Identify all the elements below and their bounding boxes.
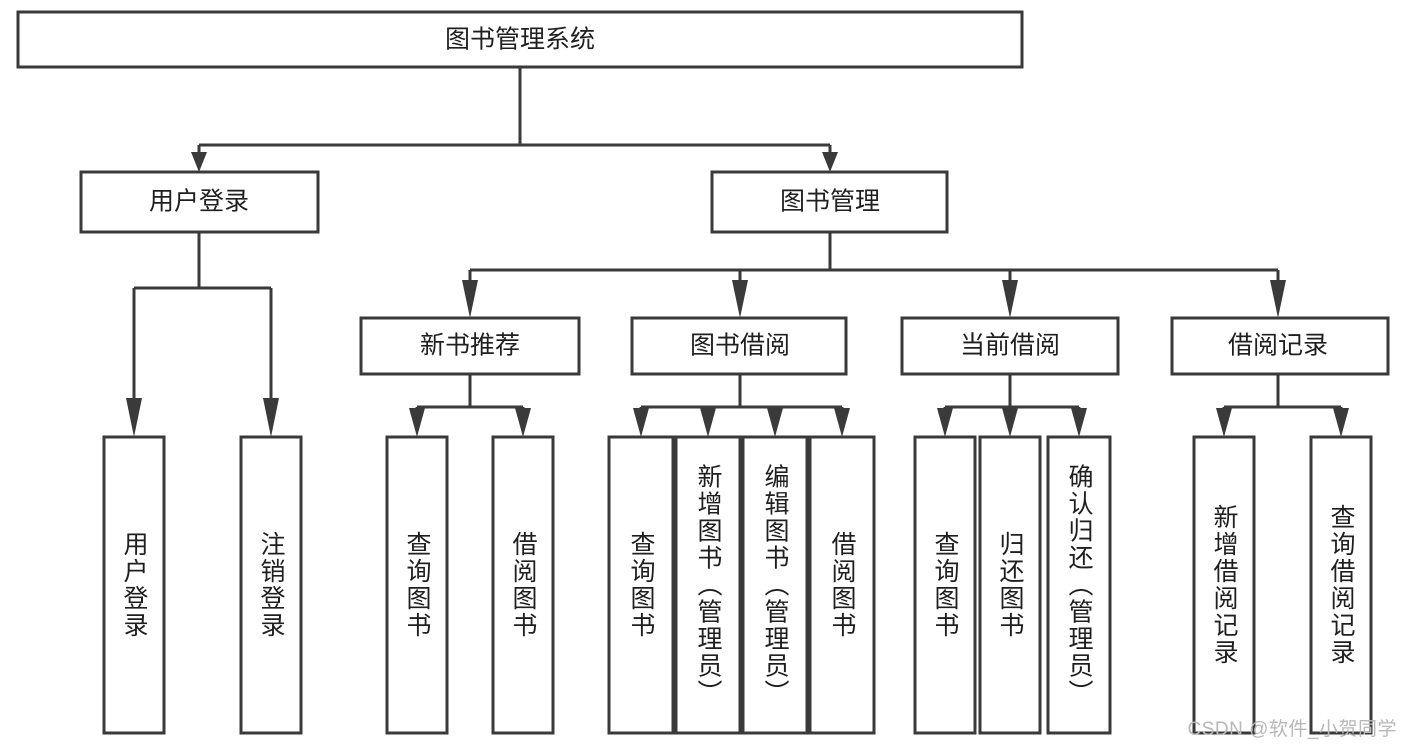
arrow-leaf-user-login xyxy=(126,398,142,437)
arrow-to-new-book-recommend xyxy=(462,280,478,318)
node-leaf-edit-book-box[interactable] xyxy=(741,435,809,735)
node-new-book-recommend-box[interactable] xyxy=(359,316,581,376)
arrow-to-book-management xyxy=(822,152,838,172)
arrow-to-book-borrow xyxy=(732,280,748,318)
node-leaf-borrow-book-1[interactable]: 借阅图书 xyxy=(491,435,555,735)
node-current-borrow-label: 当前借阅 xyxy=(960,332,1060,360)
node-leaf-add-record-box[interactable] xyxy=(1192,435,1256,735)
node-user-login-label: 用户登录 xyxy=(149,188,249,216)
node-leaf-add-record[interactable]: 新增借阅记录 xyxy=(1192,435,1256,735)
node-leaf-borrow-book-1-label: 借阅图书 xyxy=(509,531,538,639)
arrow-to-user-login xyxy=(191,152,207,172)
node-leaf-borrow-book-1-box[interactable] xyxy=(491,435,555,735)
node-borrow-record[interactable]: 借阅记录 xyxy=(1170,316,1390,376)
node-leaf-query-book-2-label: 查询图书 xyxy=(627,531,656,639)
node-leaf-user-login-box[interactable] xyxy=(102,435,166,735)
node-root[interactable]: 图书管理系统 xyxy=(16,10,1024,69)
csdn-watermark: CSDN @软件_小贺同学 xyxy=(1187,719,1397,740)
node-leaf-edit-book[interactable]: 编辑图书（管理员） xyxy=(741,435,809,735)
node-leaf-confirm-return[interactable]: 确认归还（管理员） xyxy=(1046,435,1112,735)
arrow-leaf-query-book-1 xyxy=(409,408,425,437)
node-current-borrow-box[interactable] xyxy=(900,316,1120,376)
node-leaf-user-login-label: 用户登录 xyxy=(120,531,149,639)
connector-layer xyxy=(126,67,1349,437)
node-root-box[interactable] xyxy=(16,10,1024,69)
node-leaf-return-book-label: 归还图书 xyxy=(996,531,1025,639)
node-leaf-query-book-2-box[interactable] xyxy=(607,435,675,735)
node-leaf-confirm-return-box[interactable] xyxy=(1046,435,1112,735)
node-leaf-borrow-book-2-label: 借阅图书 xyxy=(828,531,857,639)
node-book-borrow-box[interactable] xyxy=(630,316,848,376)
arrow-leaf-confirm-return xyxy=(1071,408,1087,437)
arrow-leaf-logout-login xyxy=(263,398,279,437)
node-leaf-return-book[interactable]: 归还图书 xyxy=(978,435,1042,735)
node-leaf-logout-login-label: 注销登录 xyxy=(257,531,286,639)
node-book-borrow[interactable]: 图书借阅 xyxy=(630,316,848,376)
node-leaf-add-book[interactable]: 新增图书（管理员） xyxy=(674,435,742,735)
arrow-leaf-add-book xyxy=(700,408,716,437)
node-leaf-add-book-label: 新增图书（管理员） xyxy=(694,464,723,707)
arrow-leaf-query-record xyxy=(1333,408,1349,437)
node-leaf-query-record-box[interactable] xyxy=(1309,435,1373,735)
node-leaf-query-book-3-label: 查询图书 xyxy=(931,531,960,639)
node-leaf-query-book-3-box[interactable] xyxy=(913,435,977,735)
arrow-to-borrow-record xyxy=(1270,280,1286,318)
node-book-borrow-label: 图书借阅 xyxy=(690,332,790,360)
node-book-management-box[interactable] xyxy=(710,170,949,234)
node-borrow-record-box[interactable] xyxy=(1170,316,1390,376)
node-new-book-recommend-label: 新书推荐 xyxy=(420,332,520,360)
node-leaf-query-book-1-label: 查询图书 xyxy=(403,531,432,639)
arrow-leaf-query-book-2 xyxy=(633,408,649,437)
node-leaf-logout-login-box[interactable] xyxy=(239,435,303,735)
node-leaf-query-book-2[interactable]: 查询图书 xyxy=(607,435,675,735)
arrow-leaf-add-record xyxy=(1216,408,1232,437)
node-leaf-query-book-3[interactable]: 查询图书 xyxy=(913,435,977,735)
node-new-book-recommend[interactable]: 新书推荐 xyxy=(359,316,581,376)
node-root-label: 图书管理系统 xyxy=(445,26,595,54)
node-book-management-label: 图书管理 xyxy=(780,188,880,216)
arrow-to-current-borrow xyxy=(1002,280,1018,318)
node-leaf-confirm-return-label: 确认归还（管理员） xyxy=(1065,464,1094,707)
node-leaf-query-record[interactable]: 查询借阅记录 xyxy=(1309,435,1373,735)
node-leaf-return-book-box[interactable] xyxy=(978,435,1042,735)
arrow-leaf-edit-book xyxy=(767,408,783,437)
node-leaf-borrow-book-2[interactable]: 借阅图书 xyxy=(808,435,876,735)
node-leaf-query-record-label: 查询借阅记录 xyxy=(1327,504,1356,666)
node-leaf-add-book-box[interactable] xyxy=(674,435,742,735)
node-book-management[interactable]: 图书管理 xyxy=(710,170,949,234)
node-user-login-box[interactable] xyxy=(79,170,320,234)
node-user-login[interactable]: 用户登录 xyxy=(79,170,320,234)
arrow-leaf-borrow-book-2 xyxy=(834,408,850,437)
node-leaf-user-login[interactable]: 用户登录 xyxy=(102,435,166,735)
arrow-leaf-borrow-book-1 xyxy=(515,408,531,437)
arrow-leaf-query-book-3 xyxy=(937,408,953,437)
node-leaf-add-record-label: 新增借阅记录 xyxy=(1210,504,1239,666)
node-leaf-query-book-1[interactable]: 查询图书 xyxy=(385,435,449,735)
node-leaf-edit-book-label: 编辑图书（管理员） xyxy=(761,464,790,707)
node-leaf-query-book-1-box[interactable] xyxy=(385,435,449,735)
arrow-leaf-return-book xyxy=(1002,408,1018,437)
node-leaf-borrow-book-2-box[interactable] xyxy=(808,435,876,735)
node-borrow-record-label: 借阅记录 xyxy=(1228,332,1328,360)
node-leaf-logout-login[interactable]: 注销登录 xyxy=(239,435,303,735)
node-current-borrow[interactable]: 当前借阅 xyxy=(900,316,1120,376)
